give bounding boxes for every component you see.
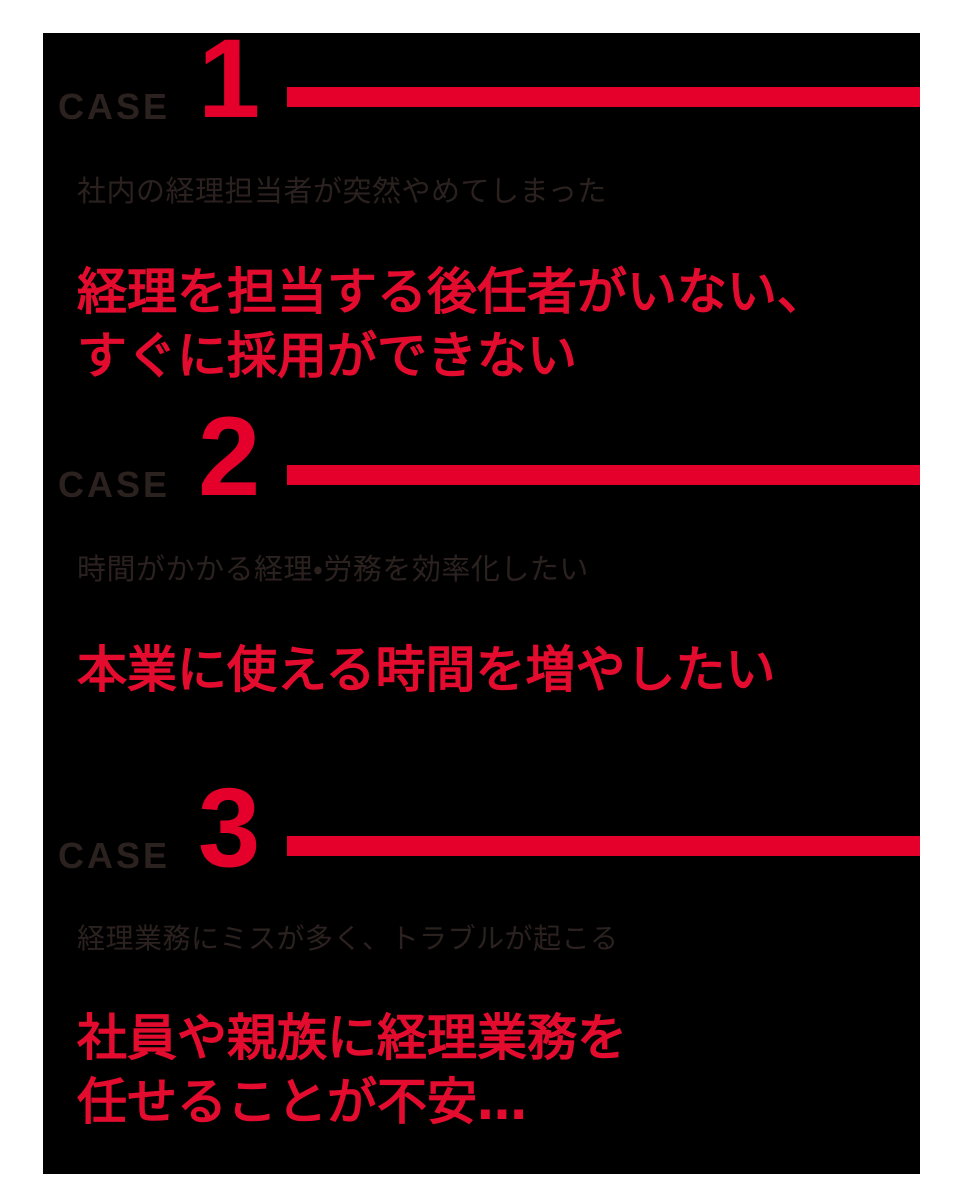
case-label-3: CASE	[58, 835, 171, 876]
case-number-2: 2	[198, 394, 261, 519]
case-block-1: CASE 1 社内の経理担当者が突然やめてしまった 経理を担当する後任者がいない…	[43, 23, 920, 385]
case-block-2: CASE 2 時間がかかる経理・労務を効率化したい 本業に使える時間を増やしたい	[43, 401, 920, 699]
case-header-2: CASE 2	[43, 401, 920, 513]
case-label-2: CASE	[58, 464, 171, 505]
case-block-3: CASE 3 経理業務にミスが多く、トラブルが起こる 社員や親族に経理業務を 任…	[43, 772, 920, 1131]
case-header-1: CASE 1	[43, 23, 920, 135]
case-rule-2	[287, 465, 920, 485]
case-number-1: 1	[198, 16, 261, 141]
cases-panel: CASE 1 社内の経理担当者が突然やめてしまった 経理を担当する後任者がいない…	[43, 23, 920, 1174]
case-header-3: CASE 3	[43, 772, 920, 884]
case-rule-3	[287, 836, 920, 856]
case-subtitle-1: 社内の経理担当者が突然やめてしまった	[77, 174, 607, 208]
case-headline-3: 社員や親族に経理業務を 任せることが不安…	[77, 1008, 627, 1131]
case-subtitle-3: 経理業務にミスが多く、トラブルが起こる	[77, 922, 619, 955]
case-number-3: 3	[198, 765, 261, 890]
case-subtitle-2: 時間がかかる経理・労務を効率化したい	[77, 552, 589, 586]
case-headline-2: 本業に使える時間を増やしたい	[77, 640, 776, 699]
case-rule-1	[287, 87, 920, 107]
case-label-1: CASE	[58, 86, 171, 127]
case-headline-1: 経理を担当する後任者がいない、 すぐに採用ができない	[77, 262, 827, 385]
